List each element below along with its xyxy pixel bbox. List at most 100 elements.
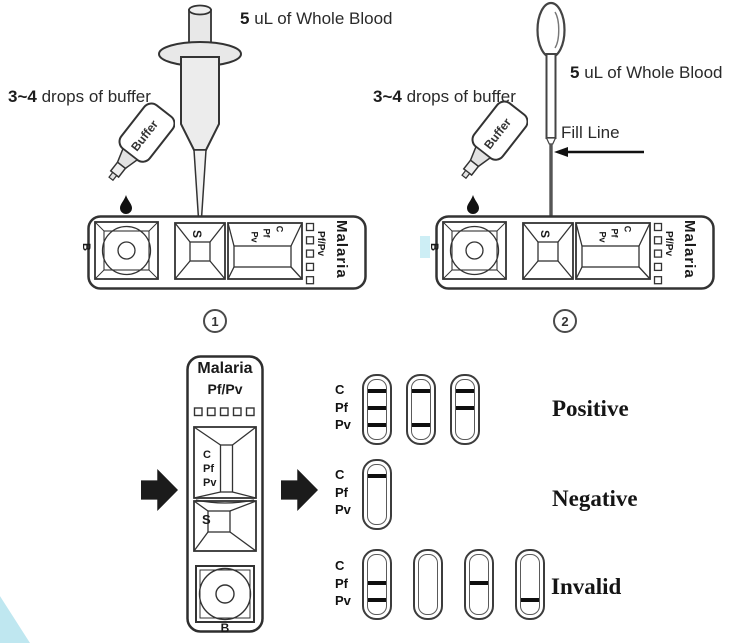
test-line-pf bbox=[368, 581, 386, 585]
cassette-body bbox=[435, 215, 715, 290]
step2-buffer-label: 3~4 drops of buffer bbox=[373, 87, 516, 107]
vent-squares bbox=[305, 222, 315, 285]
right-arrow-icon bbox=[281, 469, 318, 511]
buffer-well-label: B bbox=[427, 243, 440, 251]
label-pf: Pf bbox=[335, 399, 348, 415]
test-cassette-step1: B S Pv Pf C Pf/Pv Malaria bbox=[80, 215, 367, 290]
strip-window bbox=[367, 464, 387, 525]
buffer-bottle-icon: Buffer bbox=[461, 100, 528, 180]
step1-number: 1 bbox=[203, 309, 227, 333]
line-label-c: C bbox=[622, 225, 633, 233]
cassette-brand: Malaria bbox=[197, 360, 253, 377]
step1-buffer-unit: drops of buffer bbox=[41, 87, 151, 106]
buffer-well bbox=[195, 565, 255, 623]
result-strip bbox=[406, 374, 436, 445]
positive-line-labels: C Pf Pv bbox=[335, 381, 351, 434]
buffer-well bbox=[442, 221, 507, 280]
result-strip bbox=[515, 549, 545, 620]
invalid-strips-row bbox=[362, 549, 545, 620]
result-invalid-label: Invalid bbox=[551, 574, 622, 599]
test-line-c bbox=[368, 389, 386, 393]
result-negative-label: Negative bbox=[552, 486, 638, 511]
buffer-well-label: B bbox=[79, 243, 92, 251]
pipette-icon bbox=[536, 1, 566, 231]
step2-number: 2 bbox=[553, 309, 577, 333]
cassette-type: Pf/Pv bbox=[315, 231, 326, 257]
strip-window bbox=[520, 554, 540, 615]
test-line-c bbox=[368, 474, 386, 478]
line-label-pf: Pf bbox=[203, 463, 214, 475]
line-label-pv: Pv bbox=[597, 231, 608, 243]
step1-blood-unit: uL of Whole Blood bbox=[254, 9, 393, 28]
result-window bbox=[227, 222, 303, 280]
cassette-body bbox=[87, 215, 367, 290]
step2-number-text: 2 bbox=[561, 313, 569, 329]
test-line-pf bbox=[470, 581, 488, 585]
label-pv: Pv bbox=[335, 502, 351, 517]
label-pf: Pf bbox=[335, 484, 348, 500]
step2-buffer-qty: 3~4 bbox=[373, 87, 402, 106]
strip-window bbox=[455, 379, 475, 440]
strip-window bbox=[411, 379, 431, 440]
corner-decoration bbox=[0, 596, 30, 643]
step2-blood-unit: uL of Whole Blood bbox=[584, 63, 723, 82]
sample-well-label: S bbox=[202, 512, 211, 527]
label-pv: Pv bbox=[335, 417, 351, 432]
line-label-pf: Pf bbox=[609, 228, 620, 238]
highlight-mark bbox=[420, 236, 430, 258]
step1-buffer-qty: 3~4 bbox=[8, 87, 37, 106]
invalid-line-labels: C Pf Pv bbox=[335, 557, 351, 610]
line-label-c: C bbox=[274, 225, 285, 233]
test-cassette-step2: B S Pv Pf C Pf/Pv Malaria bbox=[428, 215, 715, 290]
positive-strips-row bbox=[362, 374, 480, 445]
cassette-body bbox=[186, 355, 264, 633]
result-cassette: Malaria Pf/Pv C Pf Pv S B bbox=[186, 355, 264, 635]
line-label-pv: Pv bbox=[203, 477, 217, 489]
result-positive-label: Positive bbox=[552, 396, 629, 421]
line-label-pv: Pv bbox=[249, 231, 260, 243]
cassette-type: Pf/Pv bbox=[207, 381, 243, 397]
line-label-c: C bbox=[203, 449, 211, 461]
strip-window bbox=[418, 554, 438, 615]
step2-blood-qty: 5 bbox=[570, 63, 580, 82]
step2-blood-label: 5 uL of Whole Blood bbox=[570, 63, 723, 83]
vent-squares bbox=[653, 222, 663, 285]
negative-strips-row bbox=[362, 459, 392, 530]
negative-line-labels: C Pf Pv bbox=[335, 466, 351, 519]
strip-window bbox=[367, 379, 387, 440]
sample-well-label: S bbox=[538, 229, 553, 239]
label-c: C bbox=[335, 382, 345, 397]
test-line-c bbox=[456, 389, 474, 393]
buffer-well-label: B bbox=[220, 621, 230, 635]
result-strip bbox=[450, 374, 480, 445]
result-strip bbox=[362, 549, 392, 620]
result-strip bbox=[464, 549, 494, 620]
label-c: C bbox=[335, 467, 345, 482]
step1-number-text: 1 bbox=[211, 313, 219, 329]
label-pv: Pv bbox=[335, 593, 351, 608]
step1-blood-qty: 5 bbox=[240, 9, 250, 28]
buffer-well bbox=[94, 221, 159, 280]
fill-line-label: Fill Line bbox=[561, 123, 620, 142]
test-line-pf bbox=[456, 406, 474, 410]
sample-well bbox=[522, 222, 574, 280]
sample-well-label: S bbox=[190, 229, 205, 239]
cassette-brand: Malaria bbox=[681, 220, 698, 279]
line-label-pf: Pf bbox=[261, 228, 272, 238]
label-pf: Pf bbox=[335, 575, 348, 591]
test-line-c bbox=[412, 389, 430, 393]
syringe-icon bbox=[158, 4, 242, 232]
result-strip bbox=[362, 374, 392, 445]
step2-buffer-unit: drops of buffer bbox=[406, 87, 516, 106]
cassette-type: Pf/Pv bbox=[663, 231, 674, 257]
vent-squares bbox=[193, 407, 255, 417]
strip-window bbox=[469, 554, 489, 615]
test-line-pv bbox=[521, 598, 539, 602]
test-line-pv bbox=[368, 598, 386, 602]
fill-line-arrow-icon bbox=[554, 147, 644, 157]
step1-buffer-label: 3~4 drops of buffer bbox=[8, 87, 151, 107]
test-line-pv bbox=[412, 423, 430, 427]
strip-window bbox=[367, 554, 387, 615]
buffer-bottle-icon: Buffer bbox=[108, 102, 175, 182]
